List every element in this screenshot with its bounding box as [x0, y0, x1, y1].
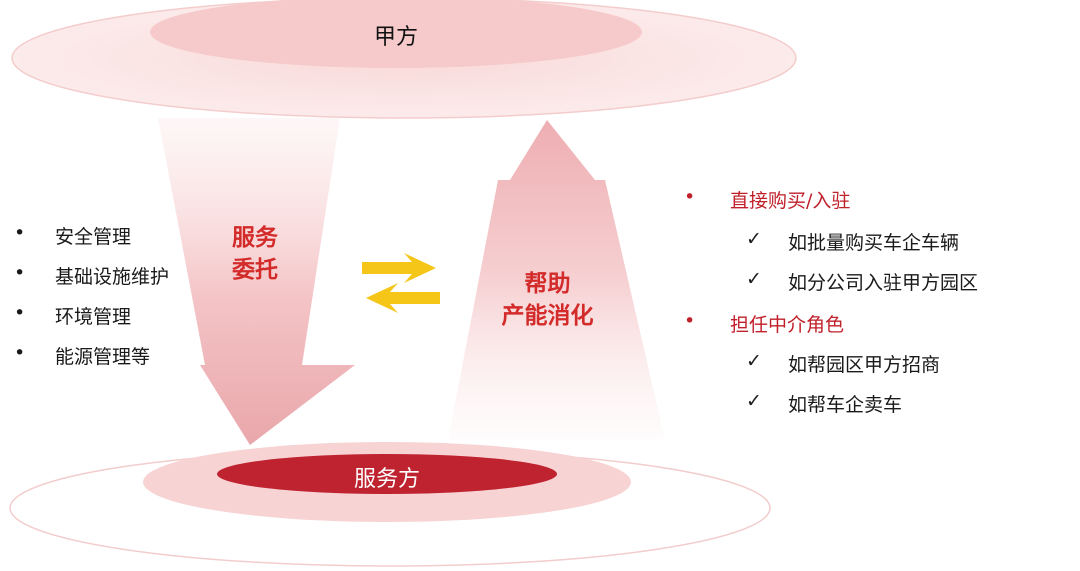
bullet-icon: • [14, 302, 26, 324]
list-item-label: 如帮车企卖车 [788, 394, 903, 416]
list-item-label: 能源管理等 [55, 346, 151, 368]
list-item: ✓ 如帮园区甲方招商 [684, 350, 1064, 390]
up-arrow-label-line2: 产能消化 [501, 303, 594, 329]
check-icon: ✓ [746, 390, 762, 412]
down-arrow [158, 118, 355, 445]
group-title: 直接购买/入驻 [730, 190, 851, 212]
bullet-icon: • [684, 310, 696, 332]
top-party-label: 甲方 [373, 25, 418, 50]
bullet-icon: • [14, 262, 26, 284]
up-arrow [448, 120, 665, 440]
list-item: ✓ 如帮车企卖车 [684, 390, 1064, 430]
bullet-icon: • [684, 186, 696, 208]
list-item-label: 如分公司入驻甲方园区 [788, 272, 979, 294]
list-item-label: 安全管理 [55, 226, 132, 248]
bottom-party-label: 服务方 [353, 467, 420, 492]
group-title-row: • 担任中介角色 [684, 310, 1064, 350]
down-arrow-label: 服务 委托 [205, 222, 305, 286]
right-benefit-list: • 直接购买/入驻 ✓ 如批量购买车企车辆 ✓ 如分公司入驻甲方园区 • 担任中… [684, 186, 1064, 430]
list-item-label: 环境管理 [55, 306, 132, 328]
list-item-label: 如批量购买车企车辆 [788, 232, 960, 254]
down-arrow-label-line1: 服务 [232, 225, 278, 251]
group-title-row: • 直接购买/入驻 [684, 186, 1064, 228]
bullet-icon: • [14, 342, 26, 364]
exchange-arrows-icon [362, 253, 440, 313]
bullet-icon: • [14, 222, 26, 244]
list-item-label: 基础设施维护 [55, 266, 170, 288]
bottom-inner-ellipse [217, 454, 557, 494]
check-icon: ✓ [746, 228, 762, 250]
up-arrow-label: 帮助 产能消化 [485, 268, 610, 332]
list-item-label: 如帮园区甲方招商 [788, 354, 941, 376]
up-arrow-label-line1: 帮助 [524, 271, 571, 297]
down-arrow-label-line2: 委托 [232, 257, 278, 283]
group-title: 担任中介角色 [730, 314, 845, 336]
check-icon: ✓ [746, 350, 762, 372]
list-item: ✓ 如分公司入驻甲方园区 [684, 268, 1064, 310]
top-inner-ellipse [150, 0, 642, 68]
list-item: ✓ 如批量购买车企车辆 [684, 228, 1064, 268]
check-icon: ✓ [746, 268, 762, 290]
